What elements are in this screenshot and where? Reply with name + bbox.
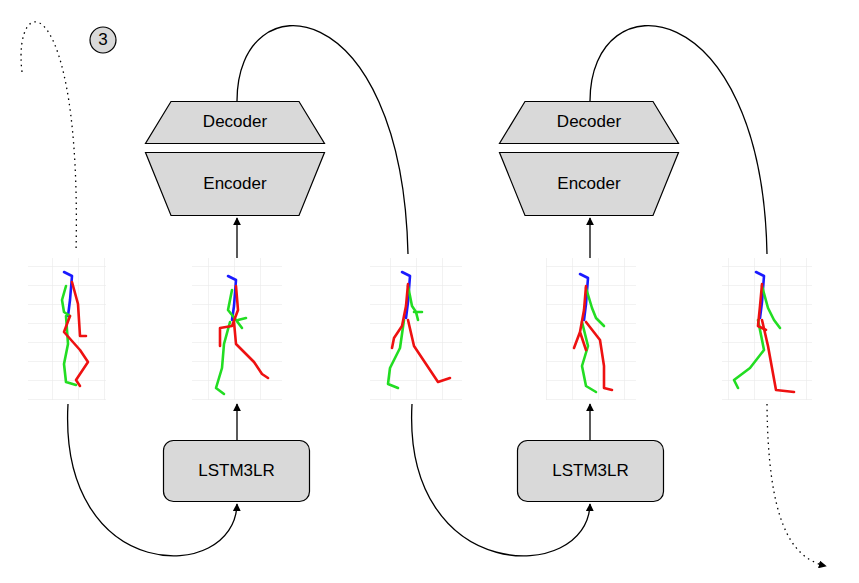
encoder-block: Encoder [499,152,679,216]
block-label: LSTM3LR [552,462,629,481]
callout-number: 3 [98,31,107,50]
dotted-in-curve [21,22,76,252]
decoder-block: Decoder [145,101,325,144]
pose-skeleton [734,272,794,392]
block-label: LSTM3LR [198,462,275,481]
encoder-block: Encoder [145,152,325,216]
block-label: Encoder [203,175,266,194]
skeletons [62,272,794,394]
block-label: Decoder [203,113,267,132]
pose-skeleton [574,274,612,392]
pose-frames [28,258,812,400]
flow-lines [21,22,826,566]
dotted-out-curve [767,404,826,566]
decoder-block: Decoder [499,101,679,144]
flow-arrow [236,404,237,440]
block-label: Decoder [557,113,621,132]
block-label: Encoder [557,175,620,194]
flow-arrow [589,218,590,258]
pose-skeleton [62,272,88,386]
pose-skeleton [388,272,450,388]
lstm-box: LSTM3LR [517,440,664,502]
flow-arrow [236,218,237,258]
lstm-box: LSTM3LR [163,440,310,502]
callout-circle: 3 [89,26,117,54]
pose-skeleton [216,276,268,394]
flow-arrow [589,404,590,440]
